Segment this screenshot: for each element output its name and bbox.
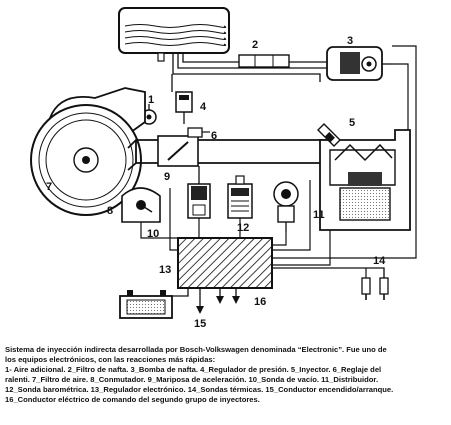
fuel-tank	[118, 7, 230, 62]
thermal-sensors	[361, 268, 389, 300]
injector	[317, 123, 341, 147]
callout-9: 9	[164, 171, 170, 183]
caption-legend-line-3: 12_Sonda barométrica. 13_Regulador elect…	[5, 385, 394, 395]
idle-adjustment	[187, 127, 210, 138]
callout-12: 12	[237, 222, 249, 234]
caption-legend-line-4: 16_Conductor eléctrico de comando del se…	[5, 395, 260, 405]
caption-legend-line-1: 1- Aire adicional. 2_Filtro de nafta. 3_…	[5, 365, 382, 375]
fuel-filter	[238, 54, 290, 68]
callout-7: 7	[46, 181, 52, 193]
callout-11: 11	[313, 209, 325, 221]
callout-labels: 1 2 3 4 5 6 7 8 9 10 11 12 13 14 15 16	[46, 35, 386, 330]
caption-intro-line-1: Sistema de inyección indirecta desarroll…	[5, 345, 387, 354]
throttle-plate	[167, 141, 189, 161]
fuel-pump	[326, 46, 392, 81]
battery	[119, 290, 173, 319]
callout-13: 13	[159, 264, 171, 276]
barometric-sensor	[227, 175, 253, 219]
callout-4: 4	[200, 101, 207, 113]
caption-intro-line-2: los equipos electrónicos, con las reacci…	[5, 355, 216, 365]
callout-8: 8	[107, 205, 113, 217]
figure-caption: Sistema de inyección indirecta desarroll…	[5, 345, 446, 417]
callout-5: 5	[349, 117, 355, 129]
callout-6: 6	[211, 130, 217, 142]
fuel-injection-diagram: 1 2 3 4 5 6 7 8 9 10 11 12 13 14 15 16	[30, 7, 417, 330]
switch	[121, 187, 161, 223]
callout-3: 3	[347, 35, 353, 47]
callout-1: 1	[148, 94, 154, 106]
callout-14: 14	[373, 255, 386, 267]
callout-10: 10	[147, 228, 159, 240]
caption-legend-line-2: ralenti. 7_Filtro de aire. 8_Conmutador.…	[5, 375, 379, 385]
arrow-down-16a	[216, 296, 224, 304]
distributor	[273, 181, 299, 232]
engine-head	[319, 129, 411, 231]
callout-2: 2	[252, 39, 258, 51]
pressure-regulator	[175, 91, 193, 124]
arrow-down-15	[196, 306, 204, 314]
vacuum-sensor	[187, 166, 211, 219]
ecu-outputs	[170, 288, 237, 306]
air-filter	[30, 87, 146, 216]
arrow-down-16b	[232, 296, 240, 304]
callout-15: 15	[194, 318, 206, 330]
callout-16: 16	[254, 296, 266, 308]
electronic-regulator	[177, 237, 273, 289]
